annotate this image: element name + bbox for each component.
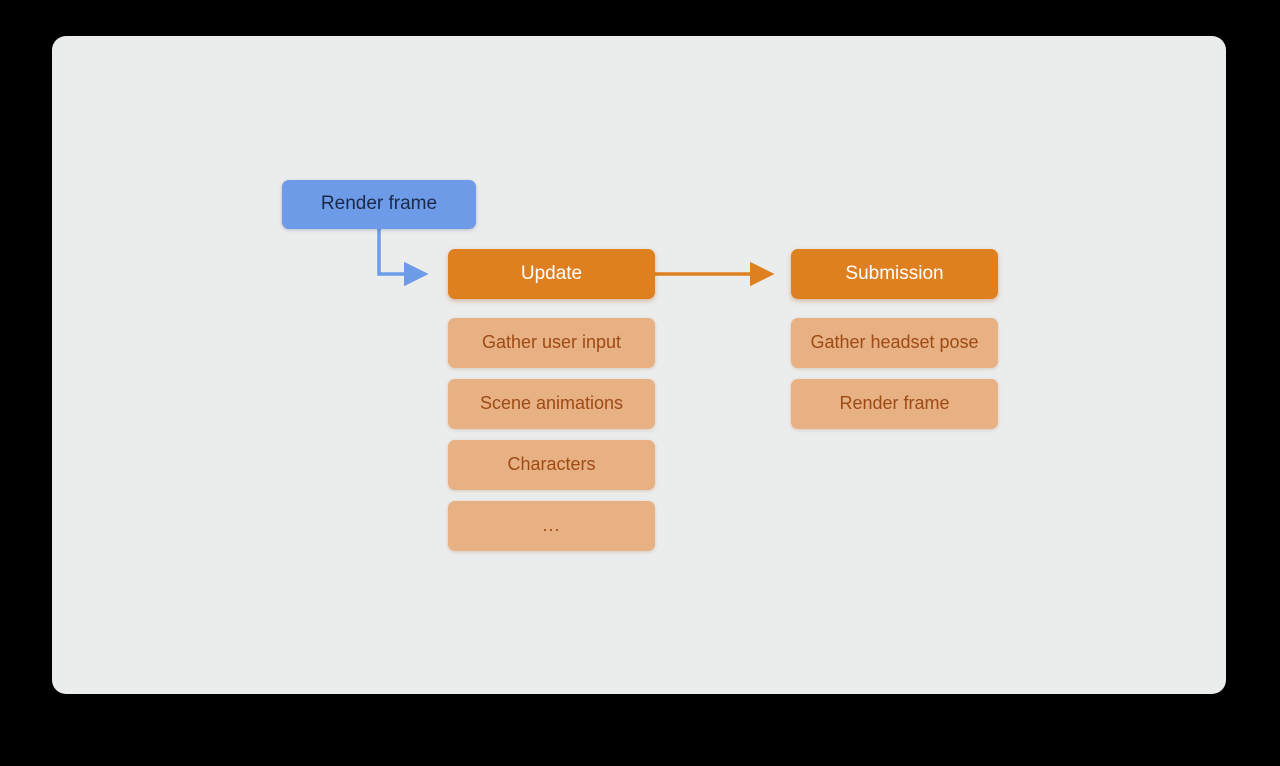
node-characters-label: Characters: [507, 454, 596, 475]
node-gather-user-input[interactable]: Gather user input: [448, 318, 655, 368]
node-gather-headset-pose[interactable]: Gather headset pose: [791, 318, 998, 368]
node-update-more[interactable]: ...: [448, 501, 655, 551]
node-update-more-label: ...: [542, 515, 561, 536]
node-gather-headset-pose-label: Gather headset pose: [810, 332, 979, 353]
node-render-frame[interactable]: Render frame: [282, 180, 476, 229]
node-submission-render-frame[interactable]: Render frame: [791, 379, 998, 429]
node-submission-label: Submission: [845, 262, 944, 284]
node-gather-user-input-label: Gather user input: [481, 332, 622, 353]
node-scene-animations[interactable]: Scene animations: [448, 379, 655, 429]
node-submission[interactable]: Submission: [791, 249, 998, 299]
node-render-frame-label: Render frame: [320, 193, 438, 215]
node-update[interactable]: Update: [448, 249, 655, 299]
node-submission-render-frame-label: Render frame: [839, 393, 950, 414]
node-scene-animations-label: Scene animations: [479, 393, 624, 414]
node-characters[interactable]: Characters: [448, 440, 655, 490]
node-update-label: Update: [520, 262, 583, 284]
